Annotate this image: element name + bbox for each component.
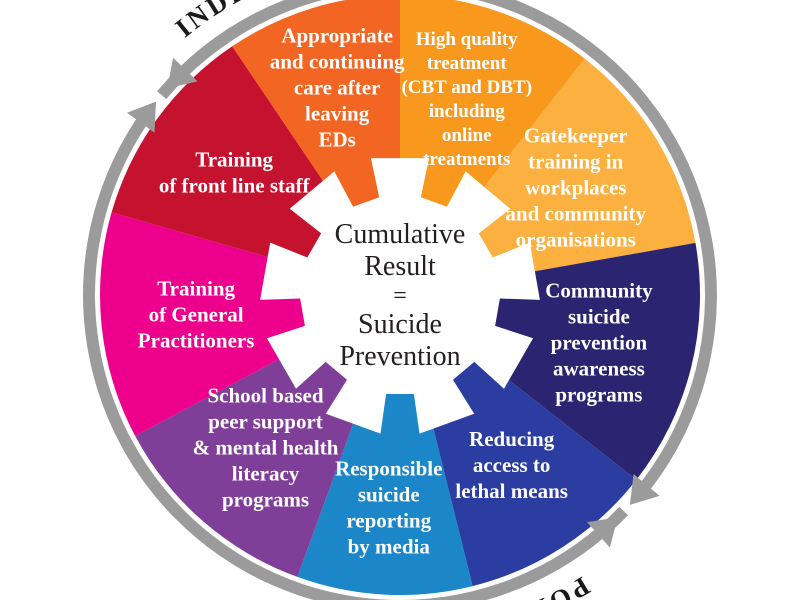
- arrow-right-lower: [587, 517, 618, 548]
- segment-responsible-reporting[interactable]: [297, 295, 473, 595]
- outer-ring: [83, 0, 717, 600]
- hub-line-cumulative: Cumulative: [335, 219, 466, 250]
- hub-line-result: Result: [364, 251, 436, 282]
- gear-icon: [260, 158, 540, 434]
- hub-line-equals: =: [393, 283, 407, 309]
- hub-line-prevention: Prevention: [339, 341, 460, 372]
- ring-arc-upper: [157, 0, 717, 499]
- arrow-right-upper: [629, 474, 660, 505]
- hub-line-suicide: Suicide: [358, 309, 442, 340]
- arrow-left-lower: [127, 101, 157, 133]
- arrow-left-upper: [167, 57, 198, 89]
- ring-arc-lower: [83, 108, 629, 600]
- segment-training-gps[interactable]: [100, 212, 401, 436]
- ring-arrows: [127, 57, 660, 548]
